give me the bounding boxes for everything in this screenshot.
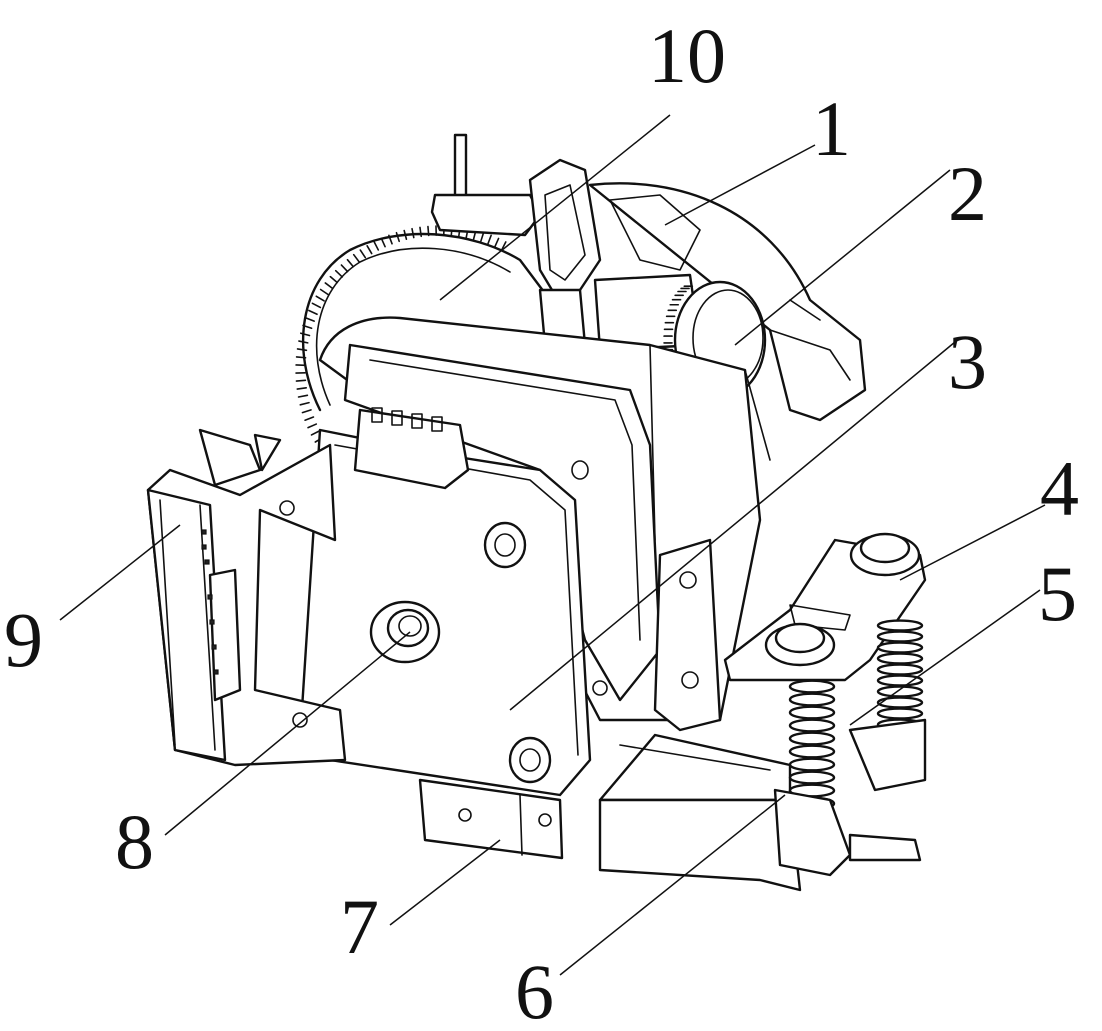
spring-left (790, 681, 834, 810)
gear-tooth (308, 424, 316, 428)
gear-tooth (396, 233, 399, 242)
gear-tooth (300, 403, 309, 405)
spring-coil (878, 621, 922, 631)
spring-right (878, 621, 922, 730)
spring-coil (790, 694, 834, 706)
label-8: 8 (115, 798, 154, 885)
label-9: 9 (4, 596, 43, 683)
gear-tooth (347, 260, 353, 267)
gear-tooth (298, 349, 307, 350)
label-10: 10 (648, 12, 726, 99)
gear-tooth (367, 246, 372, 254)
spring-coil (878, 709, 922, 719)
gear-tooth (488, 235, 491, 243)
spring-coil (878, 632, 922, 642)
gear-tooth (341, 265, 347, 272)
gear-tooth (336, 271, 343, 277)
spring-coil (878, 643, 922, 653)
spring-coil (790, 733, 834, 745)
label-6: 6 (515, 948, 554, 1031)
gear-tooth (404, 231, 406, 240)
gear-tooth (316, 296, 324, 301)
spring-coil (790, 720, 834, 732)
spring-coil (790, 759, 834, 771)
label-3: 3 (948, 318, 987, 405)
gear-tooth (481, 233, 484, 242)
gear-tooth (321, 289, 328, 294)
gear-tooth (306, 318, 314, 321)
spring-coil (878, 665, 922, 675)
idler-lever (432, 135, 600, 345)
gear-tooth (495, 238, 499, 246)
gear-tooth (299, 341, 308, 343)
gear-tooth (302, 410, 311, 413)
gear-tooth (297, 388, 306, 389)
gear-tooth (428, 227, 429, 236)
label-7: 7 (340, 883, 379, 970)
gear-tooth (296, 380, 305, 381)
gear-tooth (354, 255, 359, 262)
spring-coil (878, 698, 922, 708)
label-1: 1 (812, 85, 851, 172)
gear-tooth (381, 238, 385, 246)
gear-tooth (297, 357, 306, 358)
gear-tooth (311, 431, 319, 435)
spring-coil (790, 746, 834, 758)
gear-tooth (412, 229, 414, 238)
cable-guide-box (600, 735, 800, 890)
gear-tooth (330, 277, 337, 283)
gear-tooth (305, 417, 313, 420)
spring-coil (878, 676, 922, 686)
label-2: 2 (948, 150, 987, 237)
gear-tooth (299, 395, 308, 397)
gear-tooth (360, 250, 365, 257)
spring-coil (790, 681, 834, 693)
label-4: 4 (1040, 445, 1079, 532)
spring-coil (790, 707, 834, 719)
spring-coil (878, 687, 922, 697)
gear-tooth (374, 242, 378, 250)
spring-coil (790, 772, 834, 784)
label-5: 5 (1038, 550, 1077, 637)
spring-coil (878, 654, 922, 664)
gear-tooth (325, 283, 332, 288)
gear-tooth (309, 311, 317, 315)
gear-tooth (312, 303, 320, 307)
